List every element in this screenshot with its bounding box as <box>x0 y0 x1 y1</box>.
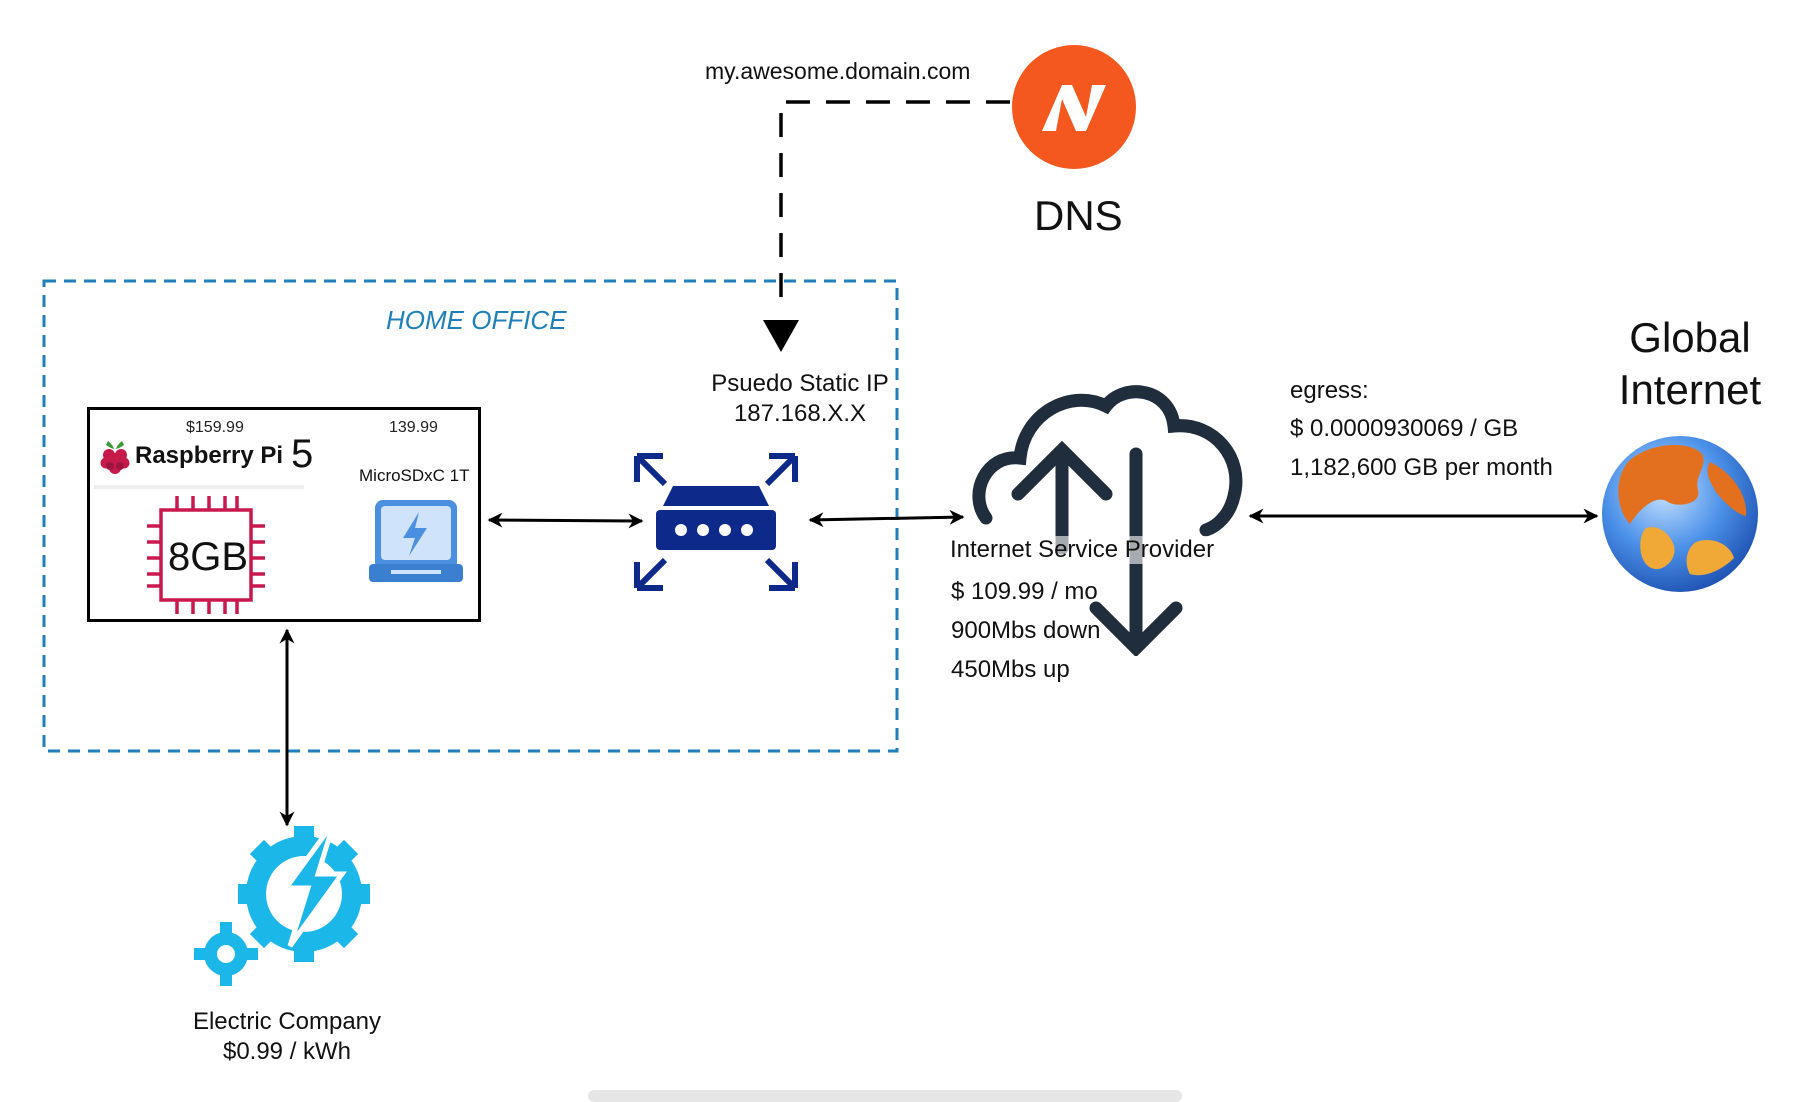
isp-label: Internet Service Provider <box>950 536 1215 564</box>
chip-icon <box>143 492 269 623</box>
home-office-label: HOME OFFICE <box>386 305 567 335</box>
global-internet-line1: Global <box>1629 314 1751 361</box>
router-isp-connector <box>808 509 965 528</box>
isp-cost: $ 109.99 / mo <box>951 578 1098 605</box>
pi-router-connector <box>487 512 644 529</box>
dns-label: DNS <box>1034 192 1123 239</box>
dns-arrowhead <box>763 320 799 352</box>
egress-rate: $ 0.0000930069 / GB <box>1290 415 1519 442</box>
egress-label: egress: <box>1290 377 1369 404</box>
raspberry-icon <box>98 437 132 480</box>
pi-brand: Raspberry Pi <box>135 442 284 469</box>
sd-label: MicroSDxC 1T <box>359 466 470 485</box>
domain-label: my.awesome.domain.com <box>705 58 971 84</box>
global-internet-line2: Internet <box>1618 366 1762 413</box>
ram-label: 8GB <box>168 535 249 579</box>
router-icon <box>623 446 809 603</box>
horizontal-scrollbar[interactable] <box>588 1090 1182 1102</box>
isp-down: 900Mbs down <box>951 617 1101 644</box>
raspberry-pi-box: $159.99 139.99 Raspberry Pi 5 <box>87 407 481 622</box>
globe-icon <box>1598 432 1762 601</box>
electric-label: Electric Company <box>192 1008 382 1035</box>
dns-logo-icon <box>1012 45 1136 169</box>
pi-divider <box>94 485 304 489</box>
isp-up: 450Mbs up <box>951 656 1070 683</box>
router-ip: 187.168.X.X <box>733 400 867 427</box>
sd-price: 139.99 <box>389 419 438 436</box>
router-label: Psuedo Static IP <box>711 370 889 397</box>
electric-rate: $0.99 / kWh <box>222 1038 352 1065</box>
dns-dashed-connector <box>779 100 1010 312</box>
gear-lightning-icon <box>194 820 388 993</box>
pi-model: 5 <box>291 432 314 476</box>
pi-price: $159.99 <box>186 419 244 436</box>
egress-volume: 1,182,600 GB per month <box>1290 454 1553 481</box>
sd-card-icon <box>365 492 465 593</box>
